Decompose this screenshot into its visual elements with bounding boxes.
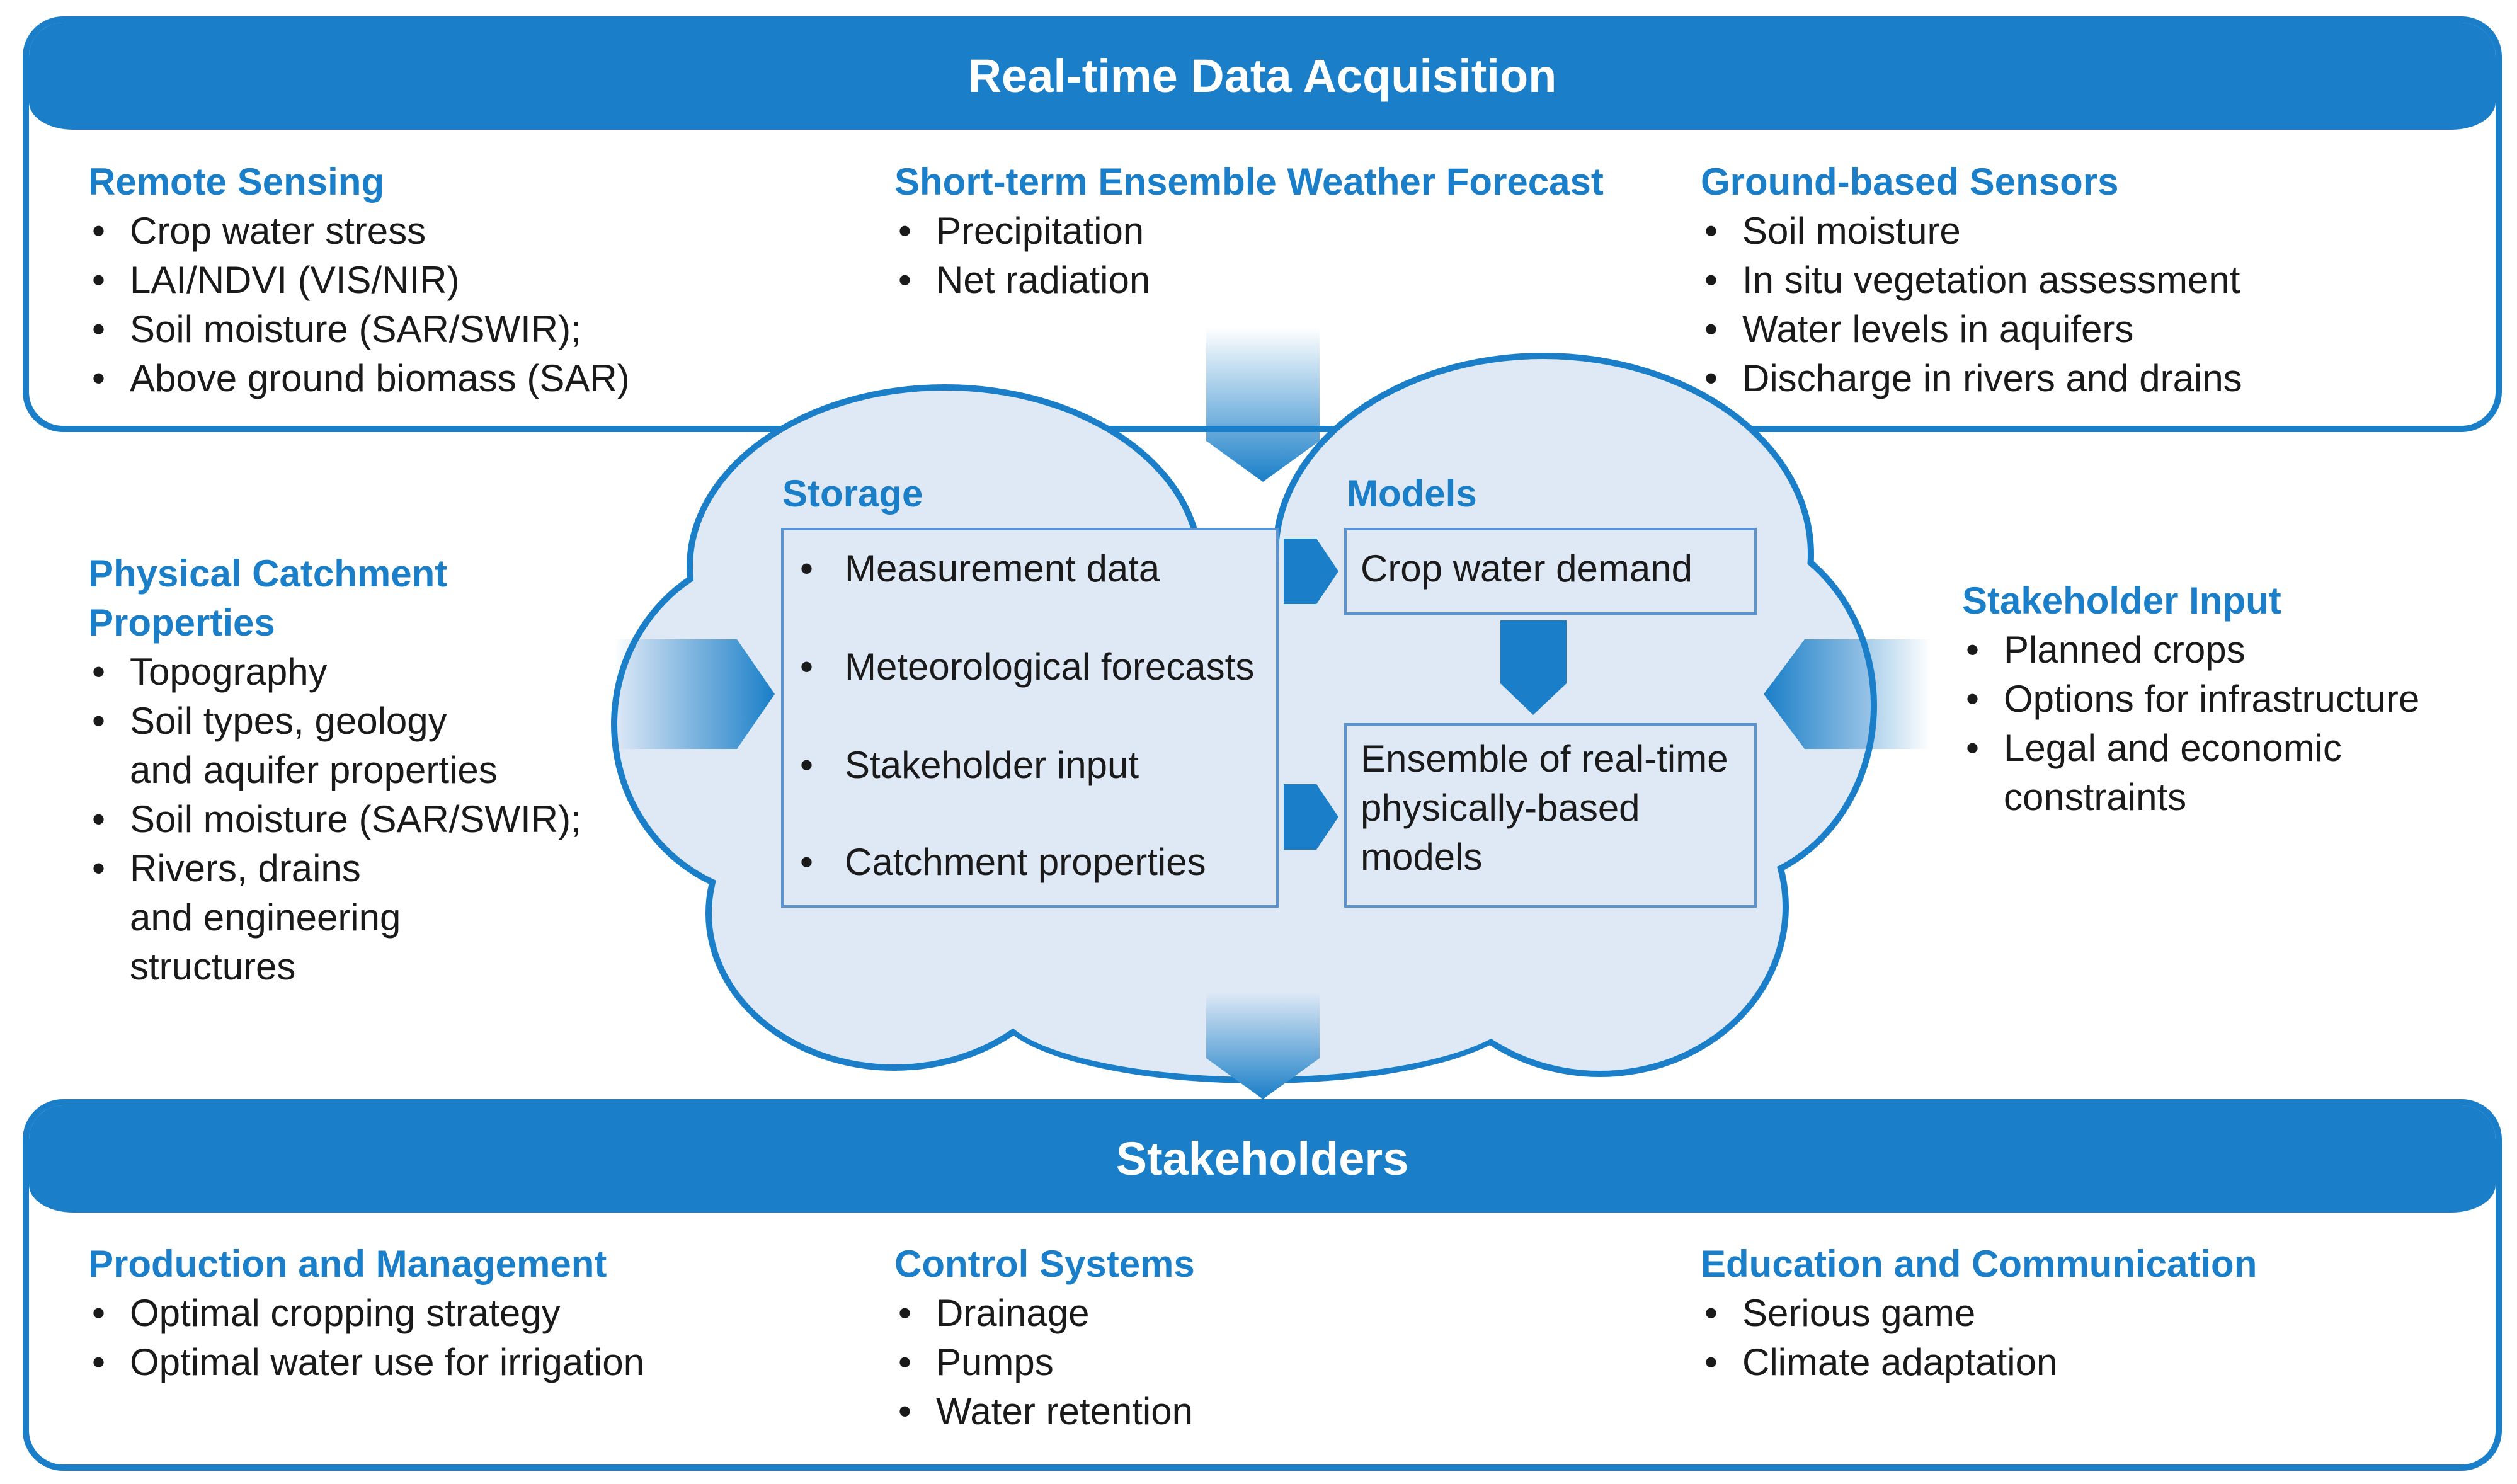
- storage-item: • Catchment properties: [800, 841, 1206, 883]
- education-list: Serious game Climate adaptation: [1701, 1289, 2457, 1387]
- list-item: Optimal water use for irrigation: [88, 1338, 844, 1387]
- production-title: Production and Management: [88, 1243, 607, 1285]
- control-systems-section: Control Systems Drainage Pumps Water ret…: [894, 1240, 1650, 1436]
- stakeholder-input-section: Stakeholder Input Planned crops Options …: [1962, 576, 2504, 822]
- list-item: Drainage: [894, 1289, 1650, 1338]
- list-item: Pumps: [894, 1338, 1650, 1387]
- education-title: Education and Communication: [1701, 1243, 2257, 1285]
- ensemble-models-text: Ensemble of real-time physically-based m…: [1361, 734, 1745, 882]
- list-item: Above ground biomass (SAR): [88, 354, 781, 403]
- list-item: Crop water stress: [88, 207, 781, 256]
- storage-label: Storage: [782, 472, 923, 515]
- storage-to-ensemble-arrow-icon: [1284, 784, 1338, 850]
- stakeholder-input-arrow-icon: [1764, 639, 1931, 749]
- list-item: Soil types, geology and aquifer propertie…: [88, 697, 655, 795]
- list-item: Precipitation: [894, 207, 1713, 256]
- list-item-continuation: and aquifer properties: [130, 749, 498, 791]
- stakeholders-arrow-icon: [1206, 992, 1320, 1099]
- list-item-text: Soil types, geology: [130, 700, 447, 742]
- data-acquisition-header: Real-time Data Acquisition: [29, 23, 2496, 130]
- storage-item-text: Meteorological forecasts: [845, 646, 1255, 688]
- list-item: Climate adaptation: [1701, 1338, 2457, 1387]
- list-item: Optimal cropping strategy: [88, 1289, 844, 1338]
- list-item-continuation: and engineering: [130, 896, 401, 939]
- catchment-title-line1: Physical Catchment: [88, 552, 448, 595]
- stakeholder-input-title: Stakeholder Input: [1962, 579, 2281, 622]
- list-item-text: Soil moisture (SAR/SWIR);: [130, 798, 581, 840]
- remote-sensing-title: Remote Sensing: [88, 161, 385, 203]
- remote-sensing-section: Remote Sensing Crop water stress LAI/NDV…: [88, 157, 781, 403]
- crop-demand-to-ensemble-arrow-icon: [1500, 620, 1567, 715]
- ensemble-line: models: [1361, 836, 1483, 878]
- list-item-text: Topography: [130, 651, 328, 693]
- weather-forecast-title: Short-term Ensemble Weather Forecast: [894, 161, 1604, 203]
- storage-item-text: Stakeholder input: [845, 744, 1139, 786]
- list-item: In situ vegetation assessment: [1701, 256, 2457, 305]
- production-section: Production and Management Optimal croppi…: [88, 1240, 844, 1387]
- list-item-text: Planned crops: [2004, 629, 2246, 671]
- list-item: Water levels in aquifers: [1701, 305, 2457, 354]
- catchment-list: Topography Soil types, geology and aquife…: [88, 648, 655, 991]
- storage-item-text: Measurement data: [845, 547, 1160, 590]
- ensemble-line: physically-based: [1361, 787, 1640, 829]
- storage-item: • Meteorological forecasts: [800, 646, 1255, 688]
- storage-box: • Measurement data • Meteorological fore…: [781, 528, 1279, 908]
- list-item: LAI/NDVI (VIS/NIR): [88, 256, 781, 305]
- ground-sensors-list: Soil moisture In situ vegetation assessm…: [1701, 207, 2457, 403]
- list-item: Soil moisture (SAR/SWIR);: [88, 795, 655, 844]
- list-item-continuation: constraints: [2004, 776, 2187, 818]
- storage-item: • Measurement data: [800, 547, 1160, 590]
- stakeholder-input-list: Planned crops Options for infrastructure…: [1962, 625, 2504, 822]
- list-item: Soil moisture (SAR/SWIR);: [88, 305, 781, 354]
- ground-sensors-section: Ground-based Sensors Soil moisture In si…: [1701, 157, 2457, 403]
- storage-to-crop-demand-arrow-icon: [1284, 539, 1338, 604]
- crop-demand-box: Crop water demand: [1344, 528, 1757, 615]
- weather-forecast-section: Short-term Ensemble Weather Forecast Pre…: [894, 157, 1713, 305]
- list-item: Legal and economic constraints: [1962, 724, 2504, 822]
- education-section: Education and Communication Serious game…: [1701, 1240, 2457, 1387]
- stakeholders-header: Stakeholders: [29, 1105, 2496, 1213]
- ground-sensors-title: Ground-based Sensors: [1701, 161, 2119, 203]
- list-item: Options for infrastructure: [1962, 675, 2504, 724]
- list-item: Water retention: [894, 1387, 1650, 1436]
- remote-sensing-list: Crop water stress LAI/NDVI (VIS/NIR) Soi…: [88, 207, 781, 403]
- list-item: Topography: [88, 648, 655, 697]
- storage-item: • Stakeholder input: [800, 744, 1139, 786]
- ensemble-line: Ensemble of real-time: [1361, 738, 1728, 780]
- catchment-section: Physical Catchment Properties Topography…: [88, 549, 655, 991]
- list-item: Rivers, drains and engineering structures: [88, 844, 655, 991]
- data-acquisition-title: Real-time Data Acquisition: [967, 50, 1557, 102]
- list-item-continuation: structures: [130, 945, 296, 988]
- storage-item-text: Catchment properties: [845, 841, 1206, 883]
- list-item: Planned crops: [1962, 625, 2504, 675]
- ensemble-models-box: Ensemble of real-time physically-based m…: [1344, 723, 1757, 908]
- control-systems-title: Control Systems: [894, 1243, 1195, 1285]
- list-item-text: Rivers, drains: [130, 847, 361, 889]
- stakeholders-title: Stakeholders: [1116, 1133, 1409, 1185]
- list-item: Soil moisture: [1701, 207, 2457, 256]
- models-label: Models: [1347, 472, 1477, 515]
- catchment-title-line2: Properties: [88, 602, 275, 644]
- control-systems-list: Drainage Pumps Water retention: [894, 1289, 1650, 1436]
- list-item: Serious game: [1701, 1289, 2457, 1338]
- production-list: Optimal cropping strategy Optimal water …: [88, 1289, 844, 1387]
- list-item-text: Options for infrastructure: [2004, 678, 2420, 720]
- crop-demand-text: Crop water demand: [1361, 547, 1692, 590]
- weather-arrow-icon: [1206, 328, 1320, 482]
- list-item-text: Legal and economic: [2004, 727, 2343, 769]
- weather-forecast-list: Precipitation Net radiation: [894, 207, 1713, 305]
- list-item: Net radiation: [894, 256, 1713, 305]
- list-item: Discharge in rivers and drains: [1701, 354, 2457, 403]
